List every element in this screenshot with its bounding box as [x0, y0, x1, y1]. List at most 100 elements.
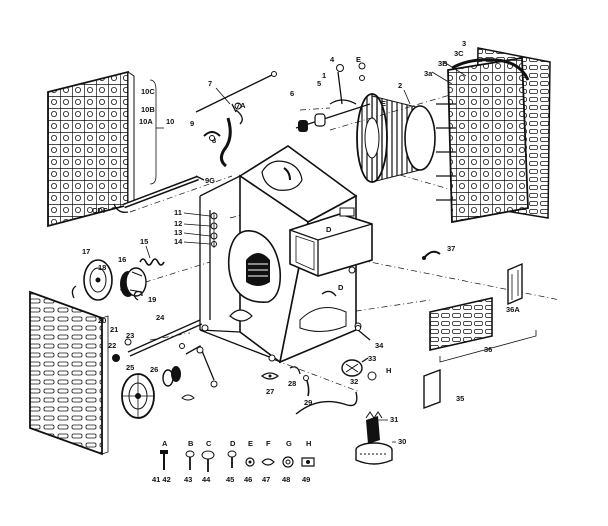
clip-28 [289, 366, 301, 375]
motor-pulley-17 [83, 259, 113, 301]
right-filter-pad [447, 56, 530, 224]
hardware-h: H 49 [301, 439, 315, 484]
part-label-d1: D [326, 225, 332, 234]
part-label-36: 36 [484, 345, 492, 354]
hardware-g: G 48 [282, 439, 294, 484]
part-label-17: 17 [82, 247, 90, 256]
drive-shaft-24 [127, 319, 203, 357]
part-label-12: 12 [174, 219, 182, 228]
blower-wheel [356, 93, 436, 183]
part-label-24: 24 [156, 313, 165, 322]
part-label-20: 20 [98, 316, 106, 325]
mounting-rail [113, 175, 205, 213]
leader-7 [215, 87, 231, 105]
hardware-h-numbers: 49 [302, 475, 310, 484]
part-label-6: 6 [290, 89, 294, 98]
part-label-d2: D [338, 283, 344, 292]
part-label-36a: 36A [506, 305, 520, 314]
leaders-30-31 [378, 419, 396, 443]
tube-29 [303, 375, 310, 397]
hardware-d: D 45 [226, 439, 237, 484]
part-label-10a: 10A [139, 117, 153, 126]
hook-20 [71, 285, 77, 299]
part-label-33: 33 [368, 354, 376, 363]
part-label-9: 9 [190, 119, 194, 128]
bracket-36 [439, 330, 537, 363]
part-label-31: 31 [390, 415, 398, 424]
part-label-25: 25 [126, 363, 134, 372]
pad-retainer-rods [436, 103, 456, 201]
part-label-26: 26 [150, 365, 158, 374]
part-label-21: 21 [110, 325, 118, 334]
part-9-bracket [203, 131, 221, 141]
front-grille [29, 290, 109, 456]
part-label-30: 30 [398, 437, 406, 446]
grille-clip-36a [507, 262, 523, 306]
part-label-23: 23 [126, 331, 134, 340]
pump-bracket [179, 343, 218, 388]
washer-23 [124, 338, 132, 346]
part-label-16: 16 [118, 255, 126, 264]
part-label-37: 37 [447, 244, 455, 253]
left-filter-pad [47, 70, 135, 228]
hardware-f: F 47 [261, 439, 275, 484]
part-label-27b: 27 [266, 387, 274, 396]
hardware-a-letter: A [162, 439, 168, 448]
nut-h [367, 371, 377, 381]
part-label-3b: 3B [438, 59, 448, 68]
part-label-10: 10 [166, 117, 174, 126]
part-label-32: 32 [350, 377, 358, 386]
part-label-3a: 3a [424, 69, 433, 78]
part-label-7a: 7A [236, 101, 246, 110]
hardware-g-numbers: 48 [282, 475, 290, 484]
cdf-label: CDF [92, 206, 108, 215]
part-label-8: 8 [212, 136, 216, 145]
fitting-34 [355, 325, 371, 341]
part-label-1: 1 [322, 71, 326, 80]
part-label-14: 14 [174, 237, 183, 246]
leader-3b [443, 61, 467, 77]
hardware-a-numbers: 41 42 [152, 475, 171, 484]
fastener-stack [210, 212, 218, 248]
leaders-11-14 [183, 212, 211, 245]
water-tube [295, 391, 358, 415]
part-label-e: E [381, 99, 386, 108]
motor-16 [120, 267, 147, 297]
hardware-g-letter: G [286, 439, 292, 448]
part-label-g: E [356, 55, 361, 64]
part-label-3: 3 [462, 39, 466, 48]
part-label-34: 34 [375, 341, 384, 350]
part-label-28: 28 [288, 379, 296, 388]
bearing-26 [162, 366, 181, 387]
part-label-4: 4 [330, 55, 335, 64]
hardware-h-letter: H [306, 439, 311, 448]
part-label-19: 19 [148, 295, 156, 304]
part-label-2: 2 [398, 81, 402, 90]
part-label-7: 7 [208, 79, 212, 88]
float-valve-32 [341, 359, 363, 377]
hardware-f-letter: F [266, 439, 271, 448]
part-label-10b: 10B [141, 105, 155, 114]
part-label-18: 18 [98, 263, 106, 272]
label-10-bracket [149, 79, 164, 185]
part-label-35: 35 [456, 394, 464, 403]
part-small-clip [181, 394, 195, 401]
hardware-c: C 44 [201, 439, 215, 484]
leader-2 [403, 89, 411, 105]
part-label-29: 29 [304, 398, 312, 407]
clip-19 [133, 290, 143, 301]
part-label-h: H [386, 366, 391, 375]
hardware-b-letter: B [188, 439, 194, 448]
hardware-e-numbers: 46 [244, 475, 252, 484]
hardware-f-numbers: 47 [262, 475, 270, 484]
pulley-25 [121, 373, 155, 419]
hardware-e-letter: E [248, 439, 253, 448]
hardware-e: E 46 [244, 439, 255, 484]
part-label-22: 22 [108, 341, 116, 350]
hardware-c-letter: C [206, 439, 212, 448]
part-label-9g: 9G [205, 176, 215, 185]
pump-assembly [355, 411, 393, 465]
clamp-37 [422, 250, 441, 260]
control-box [289, 207, 373, 277]
